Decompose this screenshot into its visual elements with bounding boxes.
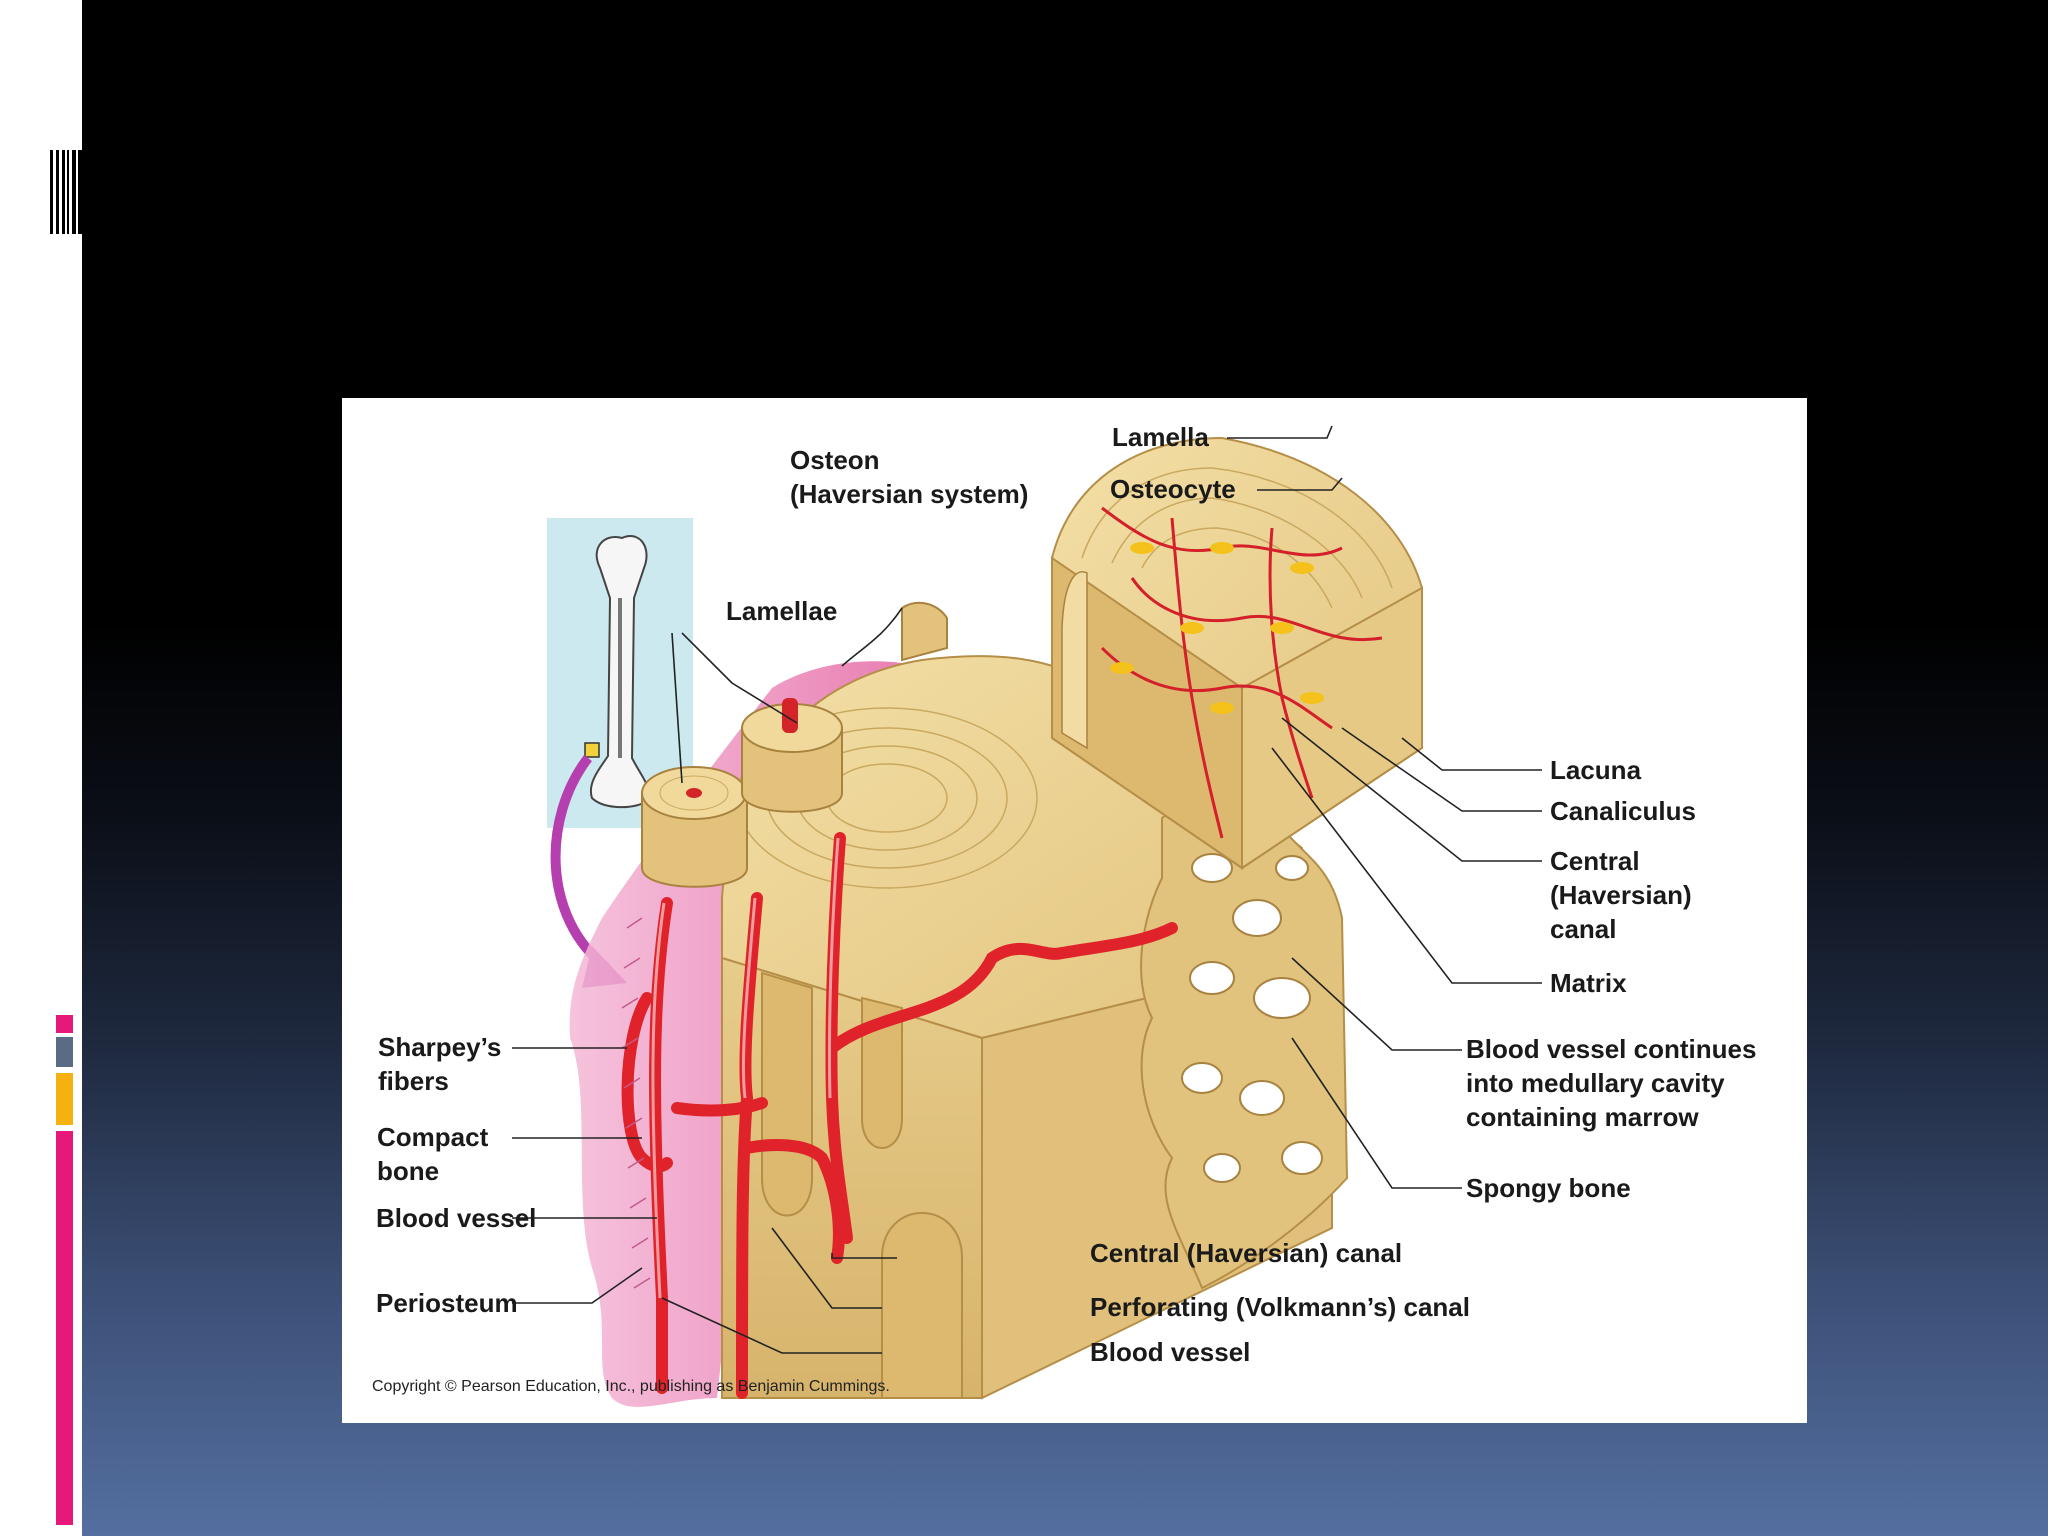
label-blood-vessel-left: Blood vessel: [376, 1203, 537, 1233]
zoomed-osteon-wedge: [1051, 436, 1423, 870]
label-osteocyte: Osteocyte: [1110, 474, 1236, 504]
label-blood-vessel-continues: Blood vessel continues into medullary ca…: [1466, 1034, 1757, 1132]
leader-lines: [512, 425, 1542, 1354]
label-matrix: Matrix: [1550, 968, 1627, 998]
blood-vessels: [621, 832, 1178, 1399]
vessel-middle: [736, 892, 763, 1399]
label-perforating-canal: Perforating (Volkmann’s) canal: [1090, 1292, 1470, 1322]
label-lacuna: Lacuna: [1550, 755, 1642, 785]
osteon-cylinder-1: [641, 766, 748, 888]
spongy-bone-cavities: [1181, 853, 1323, 1183]
label-spongy-bone: Spongy bone: [1466, 1173, 1631, 1203]
label-central-canal-top: Central (Haversian) canal: [1550, 846, 1692, 944]
inset-marker: [584, 742, 600, 758]
deco-bar-pink-small: [56, 1015, 73, 1033]
zoom-arrow-left: [550, 754, 611, 972]
osteon-cylinder-2: [741, 698, 843, 813]
label-canaliculus: Canaliculus: [1550, 796, 1696, 826]
sharpeys-fibers-hatching: [621, 917, 651, 1289]
vessel-right: [825, 832, 853, 1244]
label-sharpeys-fibers: Sharpey’s fibers: [378, 1032, 502, 1096]
deco-bar-pink-long: [56, 1131, 73, 1525]
wedge-piece: [901, 601, 948, 662]
deco-bar-orange: [56, 1073, 73, 1125]
label-periosteum: Periosteum: [376, 1288, 518, 1318]
label-osteon: Osteon (Haversian system): [790, 445, 1029, 509]
lacunae-osteocytes: [1110, 542, 1324, 714]
label-central-canal-bottom: Central (Haversian) canal: [1090, 1238, 1403, 1268]
bone-structure-figure: Lamella Osteon (Haversian system) Osteoc…: [342, 398, 1807, 1423]
slide-decoration-lines: [50, 150, 82, 234]
deco-bar-gray: [56, 1037, 73, 1067]
label-blood-vessel-bottom: Blood vessel: [1090, 1337, 1251, 1367]
canaliculi-network: [1100, 506, 1383, 839]
bone-illustration: [512, 425, 1542, 1407]
copyright-notice: Copyright © Pearson Education, Inc., pub…: [372, 1378, 890, 1395]
label-lamellae: Lamellae: [726, 596, 838, 626]
label-compact-bone: Compact bone: [377, 1122, 489, 1186]
front-face-grooves: [761, 971, 963, 1399]
label-lamella: Lamella: [1112, 422, 1209, 452]
vessel-left: [649, 897, 673, 1394]
